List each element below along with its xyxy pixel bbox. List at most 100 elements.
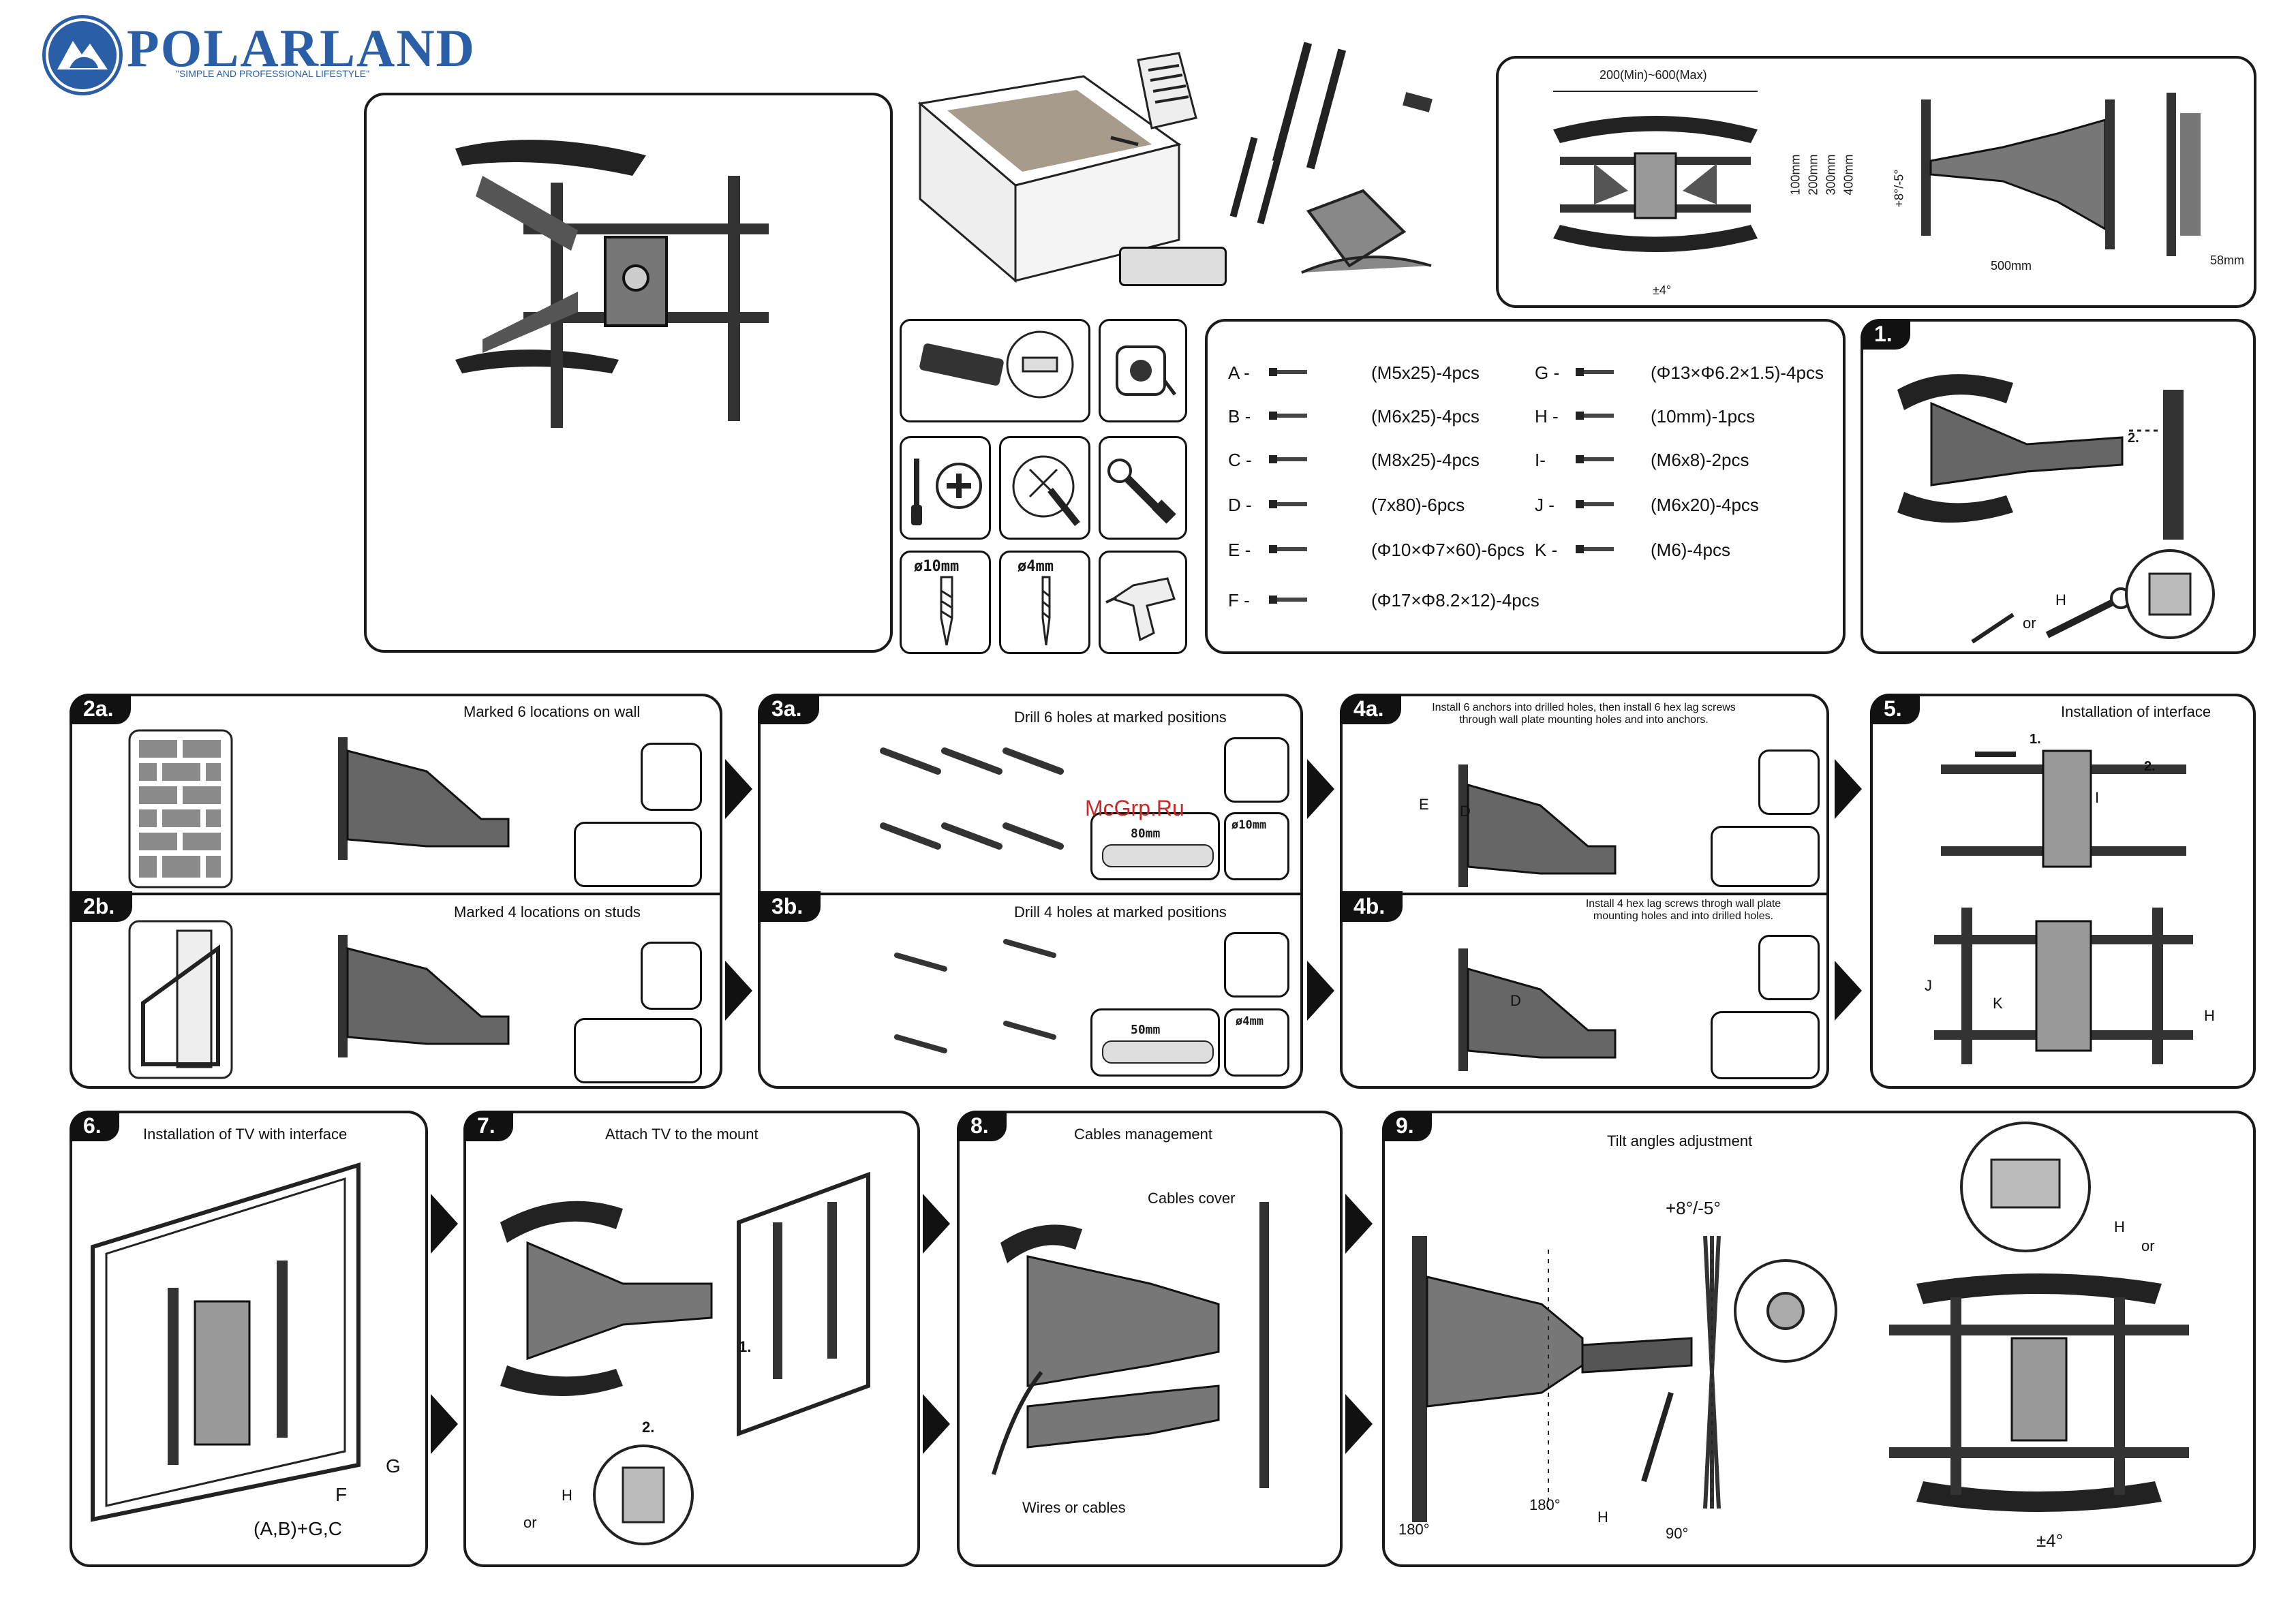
step-3b-caption: Drill 4 holes at marked positions	[1014, 903, 1227, 921]
step-7-detail-circle	[593, 1444, 694, 1545]
step-4a-tag: 4a.	[1340, 694, 1402, 724]
step-6-panel: 6. Installation of TV with interface (A,…	[70, 1111, 428, 1567]
tool-tape-box	[1099, 319, 1187, 422]
step-2a-caption: Marked 6 locations on wall	[463, 703, 641, 720]
hardware-letter: I-	[1535, 450, 1546, 470]
step-8-panel: 8. Cables management Cables cover Wires …	[957, 1111, 1343, 1567]
step-arrow-2-3-top	[725, 759, 752, 819]
step-9-tilt-label: +8°/-5°	[1666, 1198, 1721, 1218]
step-arrow-3-4-bottom	[1307, 961, 1334, 1021]
step-1-num-2: 2.	[2128, 431, 2139, 446]
step-4b-d: D	[1510, 992, 1521, 1009]
rotation-label: ±4°	[1653, 283, 1672, 297]
step-9-rotation-label: ±4°	[2036, 1530, 2064, 1551]
step-4-panel: 4a. Install 6 anchors into drilled holes…	[1340, 694, 1829, 1089]
hardware-spec: (M6x8)-2pcs	[1651, 450, 1749, 470]
step-4a-e: E	[1419, 796, 1429, 813]
step-1-arm-illustration	[1897, 374, 2184, 540]
screw-icon	[1269, 362, 1371, 384]
step-7-h: H	[562, 1487, 572, 1504]
hardware-spec: (M6x20)-4pcs	[1651, 495, 1759, 515]
step-2a-pencil-tool	[641, 743, 702, 811]
step-2b-pencil-tool	[641, 942, 702, 1010]
hardware-item: G -(Φ13×Φ6.2×1.5)-4pcs	[1535, 362, 1824, 384]
step-4a-wrench-tool	[1758, 749, 1820, 815]
screw-icon	[1269, 540, 1371, 561]
tool-drill-bit-4-box: ø4mm	[999, 551, 1090, 654]
step-3a-caption: Drill 6 holes at marked positions	[1014, 709, 1227, 726]
detail-circle	[2125, 549, 2215, 639]
step-5-j: J	[1925, 977, 1932, 994]
hardware-spec: (10mm)-1pcs	[1651, 406, 1756, 427]
step-9-or: or	[2141, 1237, 2155, 1254]
step-9-tag: 9.	[1382, 1111, 1432, 1141]
hardware-letter: H -	[1535, 406, 1559, 427]
step-2b-mount-illustration	[338, 935, 510, 1057]
dimensions-panel: 200(Min)~600(Max) 100mm 200mm 300mm 400m…	[1496, 56, 2256, 308]
screw-icon	[1269, 450, 1371, 471]
step-5-panel: 5. Installation of interface 1. 2. I J K…	[1870, 694, 2256, 1089]
hardware-item: D -(7x80)-6pcs	[1228, 495, 1465, 516]
step-2b-level-tool	[574, 1018, 702, 1083]
hardware-letter: K -	[1535, 540, 1558, 560]
step-3a-bit-label: ø10mm	[1231, 818, 1267, 832]
hardware-item: H - (10mm)-1pcs	[1535, 406, 1755, 427]
instruction-manual-icon	[1137, 52, 1197, 129]
step-arrow-6-7-top	[431, 1194, 458, 1254]
step-4a-anchor-tool	[1711, 826, 1820, 887]
step-3b-drill-holes-illustration	[894, 939, 1056, 1053]
step-7-tag: 7.	[463, 1111, 513, 1141]
hardware-item: F -(Φ17×Φ8.2×12)-4pcs	[1228, 590, 1540, 611]
step-5-h: H	[2204, 1007, 2215, 1024]
step-6-f: F	[335, 1484, 348, 1505]
step-3a-bit-box: ø10mm	[1224, 812, 1289, 880]
hardware-letter: C -	[1228, 450, 1252, 470]
step-4b-wrench-tool	[1758, 935, 1820, 1000]
tape-measure-icon	[1116, 345, 1176, 396]
step-1-h: H	[2055, 591, 2066, 608]
brand-name: POLARLAND	[127, 18, 476, 78]
step-3b-depth-bar	[1102, 1040, 1214, 1064]
power-drill-icon	[1105, 577, 1176, 642]
step-9-angle-90: 90°	[1666, 1525, 1689, 1542]
brand-logo	[42, 15, 123, 95]
step-arrow-4-5-bottom	[1835, 961, 1862, 1021]
step-9-caption: Tilt angles adjustment	[1607, 1132, 1753, 1149]
hardware-spec: (Φ10×Φ7×60)-6pcs	[1371, 540, 1525, 560]
hardware-letter: J -	[1535, 495, 1555, 515]
tool-socket-wrench-box	[1099, 436, 1187, 540]
step-3a-depth-label: 80mm	[1131, 826, 1161, 841]
step-3a-depth-bar	[1102, 844, 1214, 867]
step-3b-bit-label: ø4mm	[1236, 1015, 1264, 1028]
step-2-panel: 2a. Marked 6 locations on wall 2b. Marke…	[70, 694, 722, 1089]
side-view-diagram	[1921, 99, 2115, 249]
hardware-letter: F -	[1228, 590, 1250, 610]
step-6-abgc: (A,B)+G,C	[254, 1518, 342, 1539]
step-6-tag: 6.	[70, 1111, 119, 1141]
hardware-letter: A -	[1228, 362, 1250, 383]
screw-icon	[1576, 495, 1651, 516]
height-400-label: 400mm	[1841, 154, 1856, 196]
depth-label: 58mm	[2210, 253, 2245, 267]
step-7-panel: 7. Attach TV to the mount 1. 2. H or	[463, 1111, 920, 1567]
tool-screwdriver-box	[900, 436, 991, 540]
step-8-caption: Cables management	[1074, 1126, 1213, 1143]
stud-wall-icon	[128, 920, 233, 1079]
screw-icon	[1269, 495, 1371, 516]
step-2b-caption: Marked 4 locations on studs	[454, 903, 641, 921]
screw-icon	[1269, 590, 1371, 611]
step-arrow-3-4-top	[1307, 759, 1334, 819]
step-9-front-illustration	[1889, 1273, 2189, 1512]
hardware-letter: E -	[1228, 540, 1251, 560]
width-range-label: 200(Min)~600(Max)	[1599, 68, 1707, 82]
hardware-spec: (Φ13×Φ6.2×1.5)-4pcs	[1651, 362, 1824, 383]
step-6-caption: Installation of TV with interface	[143, 1126, 348, 1143]
step-9-tilt-illustration	[1412, 1235, 1721, 1522]
pencil-mark-icon	[1012, 455, 1080, 527]
hardware-spec: (M5x25)-4pcs	[1371, 362, 1480, 383]
tilt-label: +8°/-5°	[1892, 169, 1906, 208]
step-2a-level-tool	[574, 822, 702, 887]
step-5-caption: Installation of interface	[2061, 703, 2211, 720]
step-9-h-top: H	[2114, 1218, 2125, 1235]
hardware-bag	[1119, 247, 1227, 286]
